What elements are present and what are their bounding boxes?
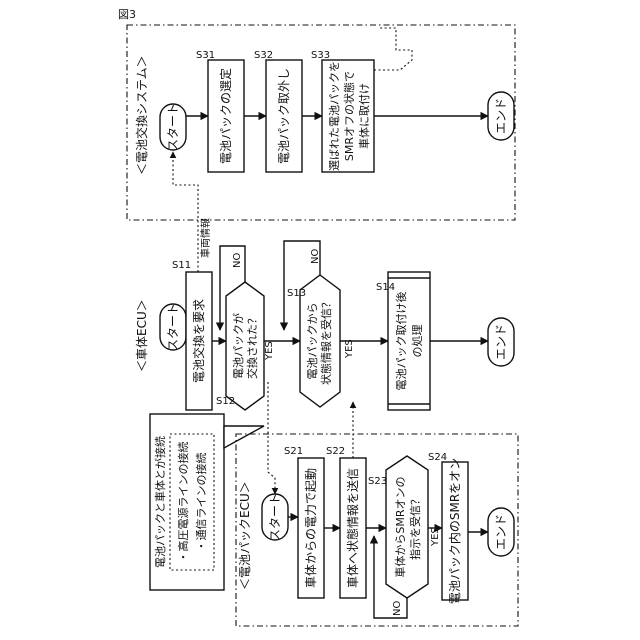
pack-start-label: スタート <box>268 493 282 541</box>
step-s14-line2: の処理 <box>411 325 424 358</box>
step-s33-label: S33 <box>311 50 330 61</box>
step-s31-text: 電池パックの選定 <box>218 68 233 164</box>
decision-s23-line2: 指示を受信？ <box>408 494 422 560</box>
decision-s12-line2: 交換された？ <box>245 313 259 379</box>
step-s33-line1: 選ばれた電池パックを <box>328 61 341 171</box>
step-s14-line1: 電池パック取付け後 <box>394 292 408 391</box>
step-s21-label: S21 <box>284 446 303 457</box>
decision-s12-yes: YES <box>264 341 275 361</box>
step-s24-text: 電池パック内のSMRをオン <box>448 458 462 604</box>
system-lane-title: ＜電池交換システム＞ <box>134 55 149 175</box>
decision-s13-line1: 電池パックから <box>306 303 319 380</box>
step-s24-label: S24 <box>428 452 447 463</box>
step-s33-line2: SMRオフの状態で <box>342 71 356 161</box>
note-item1: ・高圧電源ラインの接続 <box>176 442 190 563</box>
step-s22-label: S22 <box>326 446 345 457</box>
ecu-end-label: エンド <box>494 324 508 360</box>
decision-s23-line1: 車体からSMRオンの <box>393 476 407 577</box>
step-s11-label: S11 <box>172 260 191 271</box>
note-line1: 電池パックと車体とが接続 <box>153 436 167 568</box>
decision-s12-line1: 電池パックが <box>231 313 245 379</box>
ecu-start-label: スタート <box>166 303 180 351</box>
pack-end-label: エンド <box>494 514 508 550</box>
decision-s23-yes: YES <box>430 527 441 547</box>
decision-s13-yes: YES <box>344 339 355 359</box>
system-start-label: スタート <box>166 103 180 151</box>
figure-label: 図3 <box>118 8 136 21</box>
step-s33-line3: 車体に取付け <box>357 83 371 149</box>
step-s32-label: S32 <box>254 50 273 61</box>
decision-s13-label: S13 <box>287 288 306 299</box>
step-s31-label: S31 <box>196 50 215 61</box>
decision-s23-no: NO <box>392 601 403 616</box>
decision-s12-no: NO <box>232 253 243 268</box>
note-item2: ・通信ラインの接続 <box>194 453 208 552</box>
step-s14-label: S14 <box>376 282 395 293</box>
step-s21-text: 車体からの電力で起動 <box>304 468 318 588</box>
connection-note-pointer <box>224 426 264 448</box>
system-end-label: エンド <box>494 98 508 134</box>
decision-s13-line2: 状態情報を受信？ <box>319 297 333 385</box>
step-s22-text: 車体へ状態情報を送信 <box>345 468 360 588</box>
vehicle-info-label: 車両情報 <box>199 218 212 258</box>
pack-lane-title: ＜電池パックECU＞ <box>238 481 252 590</box>
step-s32-text: 電池パック取外し <box>277 68 291 164</box>
step-s11-text: 電池交換を要求 <box>191 299 206 383</box>
decision-s12-label: S12 <box>216 396 235 407</box>
decision-s23-label: S23 <box>368 476 387 487</box>
ecu-lane-title: ＜車体ECU＞ <box>135 299 149 372</box>
